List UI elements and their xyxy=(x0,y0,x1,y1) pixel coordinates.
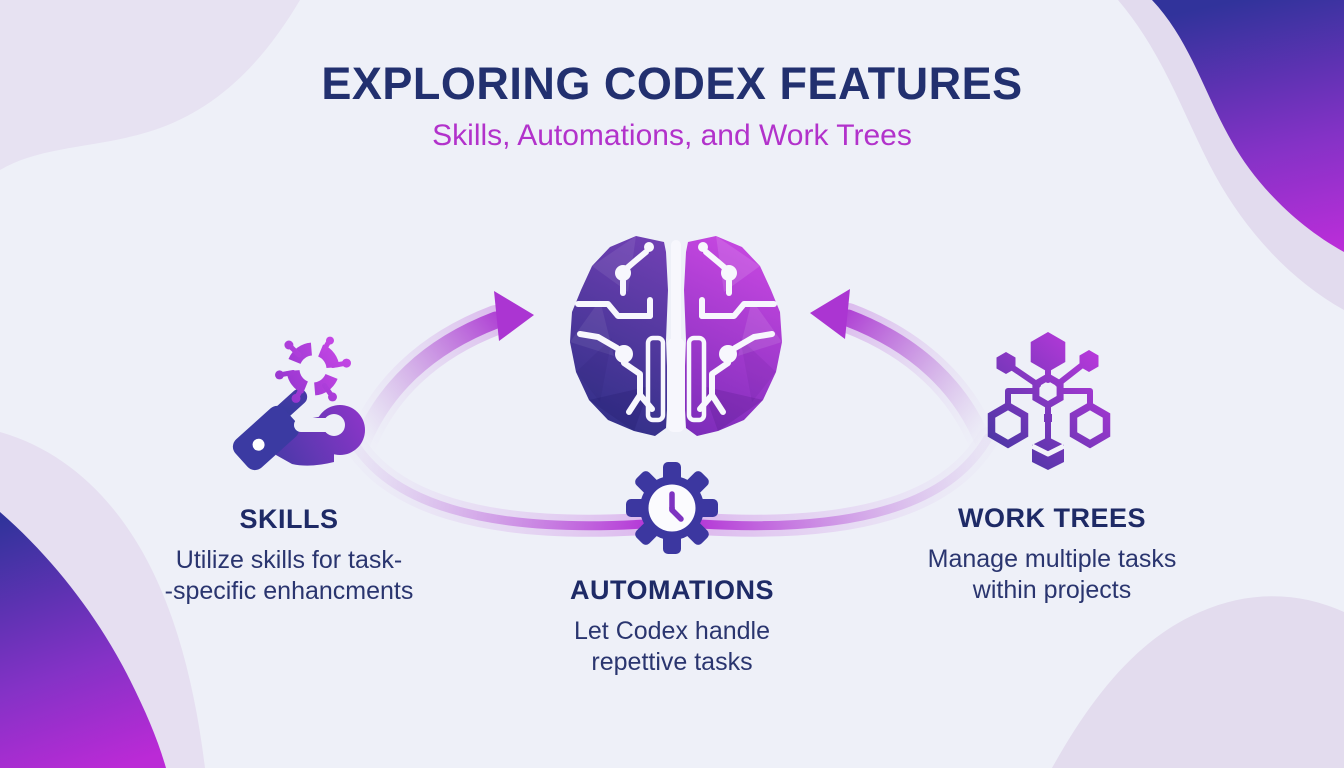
corner-blob-bottom-right xyxy=(1052,596,1344,768)
automations-heading: AUTOMATIONS xyxy=(570,575,774,605)
header: EXPLORING CODEX FEATURES Skills, Automat… xyxy=(0,58,1344,153)
curve-to-gear-right xyxy=(689,427,999,537)
hexagon-network-icon xyxy=(987,332,1111,470)
feature-skills: SKILLS Utilize skills for task- -specifi… xyxy=(124,504,454,608)
feature-automations: AUTOMATIONS Let Codex handle repettive t… xyxy=(507,575,837,679)
page-subtitle: Skills, Automations, and Work Trees xyxy=(432,119,912,152)
brain-fissure xyxy=(645,240,707,432)
brain-circuit-icon xyxy=(570,236,782,436)
curve-to-gear-left xyxy=(345,435,655,537)
page-title: EXPLORING CODEX FEATURES xyxy=(321,58,1023,109)
skill-orb-icon xyxy=(275,336,351,403)
corner-blob-bottom-left xyxy=(0,512,166,768)
curved-arrow-to-brain-right xyxy=(810,289,999,459)
brain-circuits xyxy=(575,242,777,415)
corner-blob-top-right xyxy=(1152,0,1344,252)
skills-description: Utilize skills for task- -specific enhan… xyxy=(164,546,414,606)
corner-blob-top-left xyxy=(0,0,300,170)
skills-heading: SKILLS xyxy=(239,504,339,534)
curved-arrow-to-brain-left xyxy=(345,291,534,463)
feature-work-trees: WORK TREES Manage multiple tasks within … xyxy=(887,503,1217,607)
automations-description: Let Codex handle repettive tasks xyxy=(574,617,770,677)
hand-holding-skill-icon xyxy=(232,336,365,471)
brain-facets xyxy=(570,236,782,431)
hand-cuff xyxy=(232,405,300,471)
work-trees-description: Manage multiple tasks within projects xyxy=(927,545,1177,605)
work-trees-heading: WORK TREES xyxy=(957,503,1146,533)
gear-clock-icon xyxy=(626,462,718,554)
